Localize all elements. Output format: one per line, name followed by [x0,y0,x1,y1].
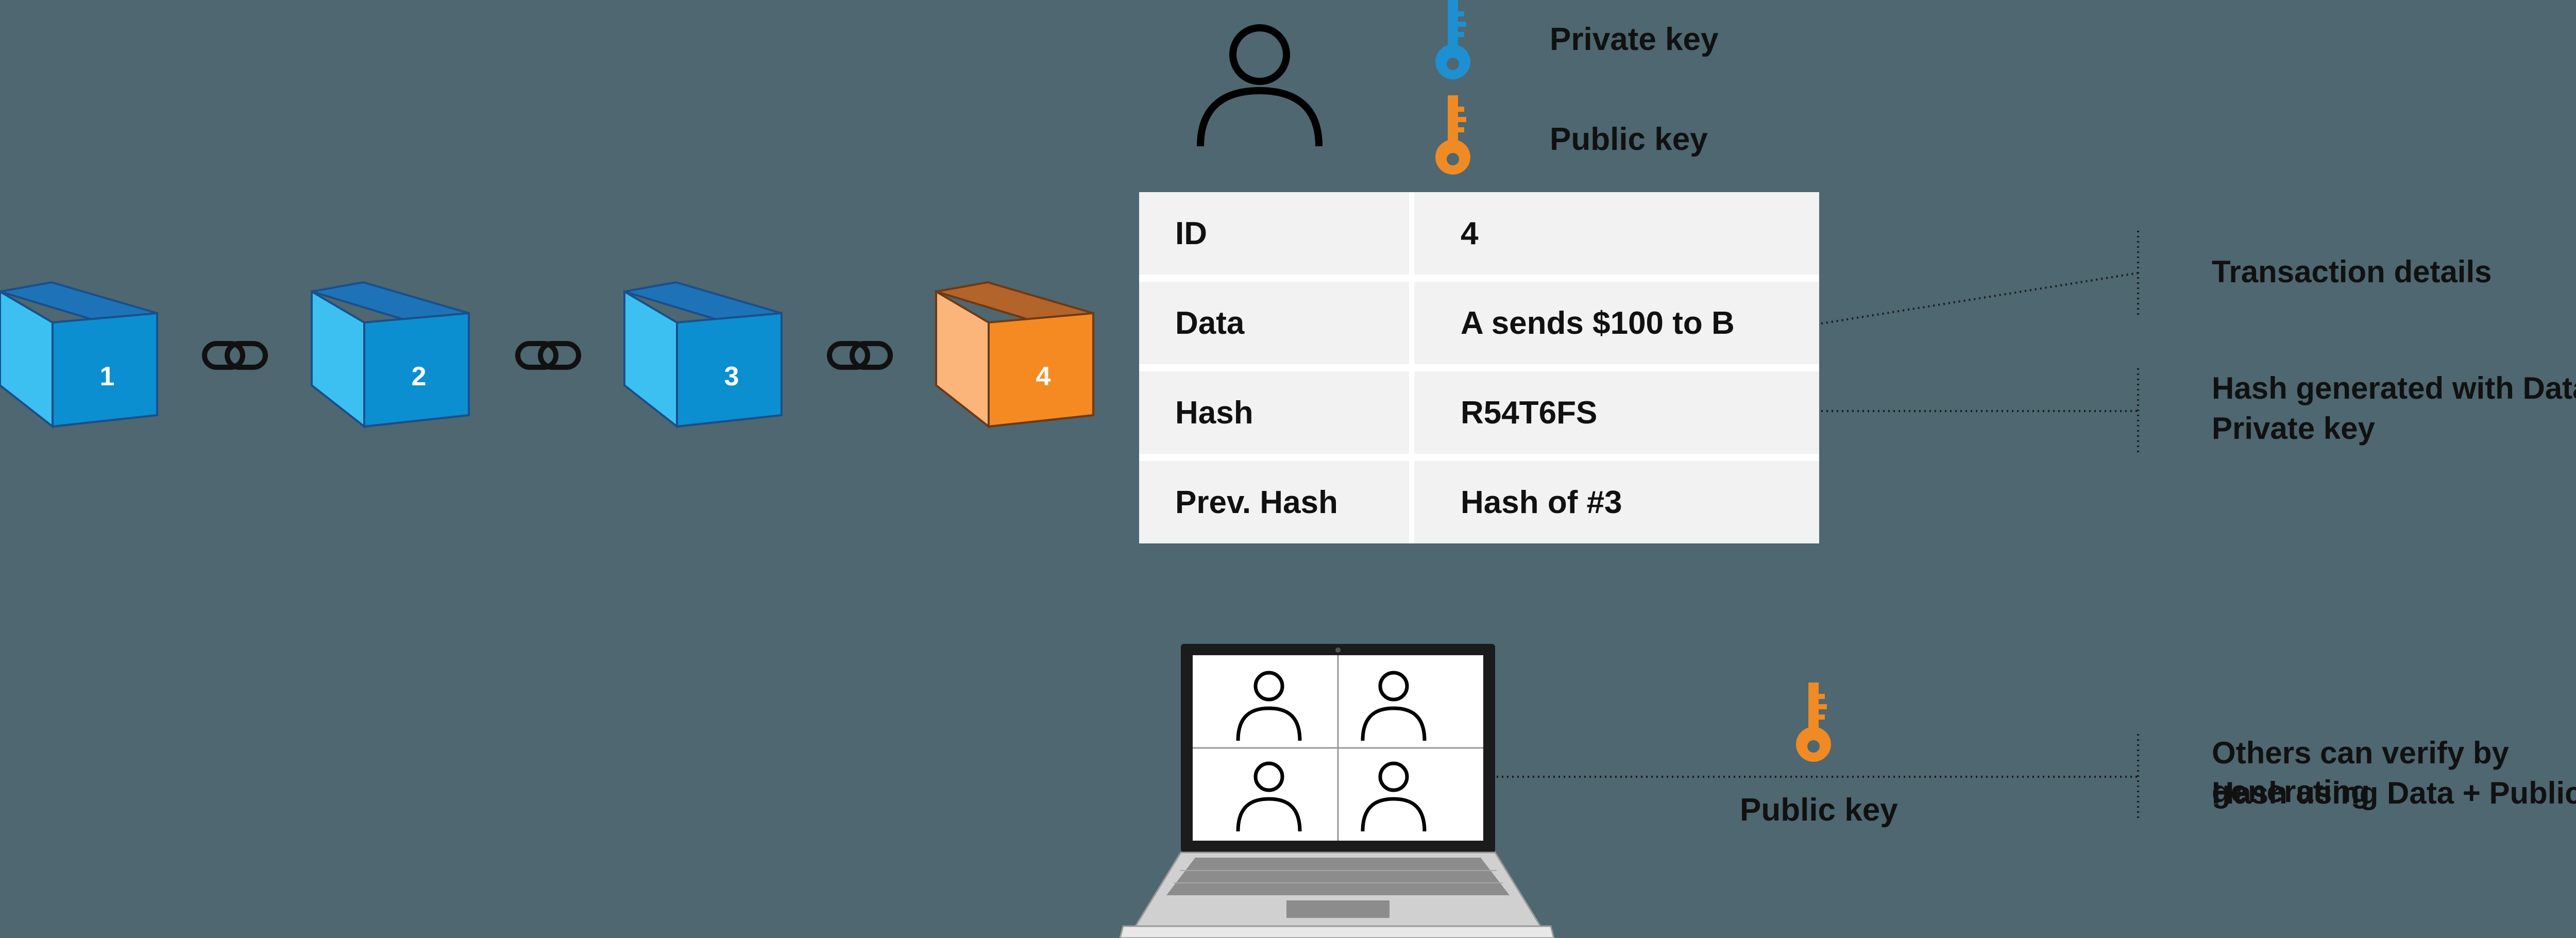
verification-public-key-icon [1796,683,1831,762]
table-value-cell: A sends $100 to B [1414,282,1819,364]
private-key-icon [1435,0,1470,79]
hash-explanation-line1: Hash generated with Data + [2212,371,2576,405]
public-key-icon [1435,95,1470,175]
table-key-cell: Data [1139,282,1409,364]
transaction-table: ID 4 Data A sends $100 to B Hash R54T6FS… [1139,192,1819,543]
table-value-cell: 4 [1414,192,1819,275]
block-number-4: 4 [1036,362,1051,391]
table-row: Hash R54T6FS [1139,371,1819,454]
laptop-icon [1119,644,1555,938]
participant-user-icon [1236,761,1302,832]
table-key-cell: Prev. Hash [1139,461,1409,543]
block-number-3: 3 [724,362,739,391]
table-row: ID 4 [1139,192,1819,275]
block-cube-1: 1 [0,281,158,429]
table-key-cell: Hash [1139,371,1409,454]
blockchain-diagram: 1 2 3 4 [0,281,1094,429]
table-row: Prev. Hash Hash of #3 [1139,461,1819,543]
hash-explanation-line2: Private key [2212,411,2375,446]
participant-user-icon [1236,671,1302,741]
verify-explanation-line1: Others can verify by generating [2212,736,2509,809]
transaction-details-label: Transaction details [2212,254,2492,289]
block-number-1: 1 [100,362,115,391]
block-cube-2: 2 [311,281,470,429]
table-row: Data A sends $100 to B [1139,282,1819,364]
block-cube-3: 3 [623,281,783,429]
table-value-cell: Hash of #3 [1414,461,1819,543]
table-value-cell: R54T6FS [1414,371,1819,454]
user-icon [1197,24,1323,147]
public-key-label: Public key [1550,122,1708,157]
verification-public-key-label: Public key [1740,792,1898,828]
participant-user-icon [1361,761,1427,832]
private-key-label: Private key [1550,22,1719,57]
block-cube-4: 4 [935,281,1094,429]
participant-user-icon [1361,671,1427,741]
verify-explanation-line2: Hash using Data + Public Key [2212,776,2576,810]
table-key-cell: ID [1139,192,1409,275]
block-number-2: 2 [412,362,427,391]
